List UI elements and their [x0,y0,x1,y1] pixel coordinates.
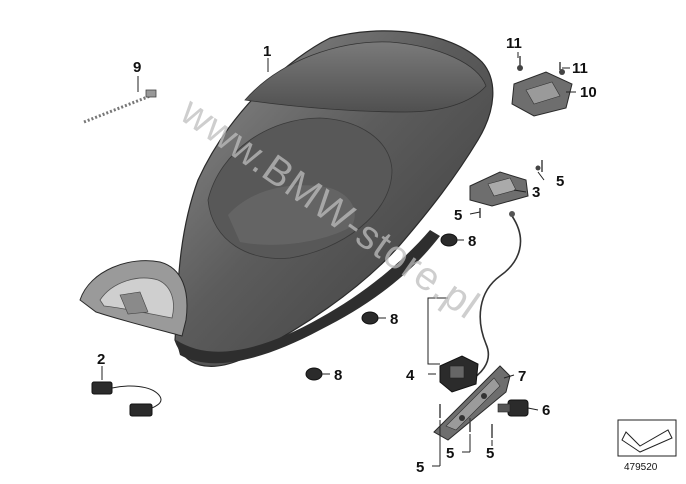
buffer-middle-part[interactable] [361,311,379,325]
callout-11-left: 11 [506,35,522,52]
callout-5-upper-right: 5 [556,173,564,190]
buffer-lower-part[interactable] [305,367,323,381]
switch-part[interactable] [497,399,529,417]
callout-4: 4 [406,367,415,384]
lock-mechanism-part[interactable] [439,355,479,393]
diagram-number: 479520 [624,462,658,473]
callout-5-bottom-b: 5 [486,445,494,462]
diagram-number-box: 479520 [617,419,677,473]
callout-5-center: 5 [454,207,462,224]
callout-10: 10 [580,84,597,101]
orientation-arrow-icon [621,429,673,453]
bracket-center-part[interactable] [469,165,541,207]
callout-1: 1 [263,43,271,60]
callout-3: 3 [532,184,540,201]
callout-7: 7 [518,368,526,385]
connector-part[interactable] [91,381,162,417]
leader-lines [101,52,576,467]
callout-2: 2 [97,351,105,368]
callout-8-middle: 8 [390,311,398,328]
seat-part[interactable] [79,30,494,367]
callout-5-bottom-c: 5 [416,459,424,476]
callout-11-right: 11 [572,60,588,77]
callout-6: 6 [542,402,550,419]
screws-part[interactable] [439,56,561,438]
callout-8-lower: 8 [334,367,342,384]
lock-plate-part[interactable] [433,365,511,441]
release-cable-part[interactable] [465,211,522,383]
callout-8-upper: 8 [468,233,476,250]
bracket-top-part[interactable] [511,65,573,117]
callout-numbers: 1 9 11 11 10 5 3 5 8 8 8 2 4 7 6 5 5 5 [97,35,597,476]
callout-5-bottom-a: 5 [446,445,454,462]
cable-tie-part[interactable] [83,89,157,124]
callout-9: 9 [133,59,141,76]
buffer-upper-part[interactable] [440,233,458,247]
